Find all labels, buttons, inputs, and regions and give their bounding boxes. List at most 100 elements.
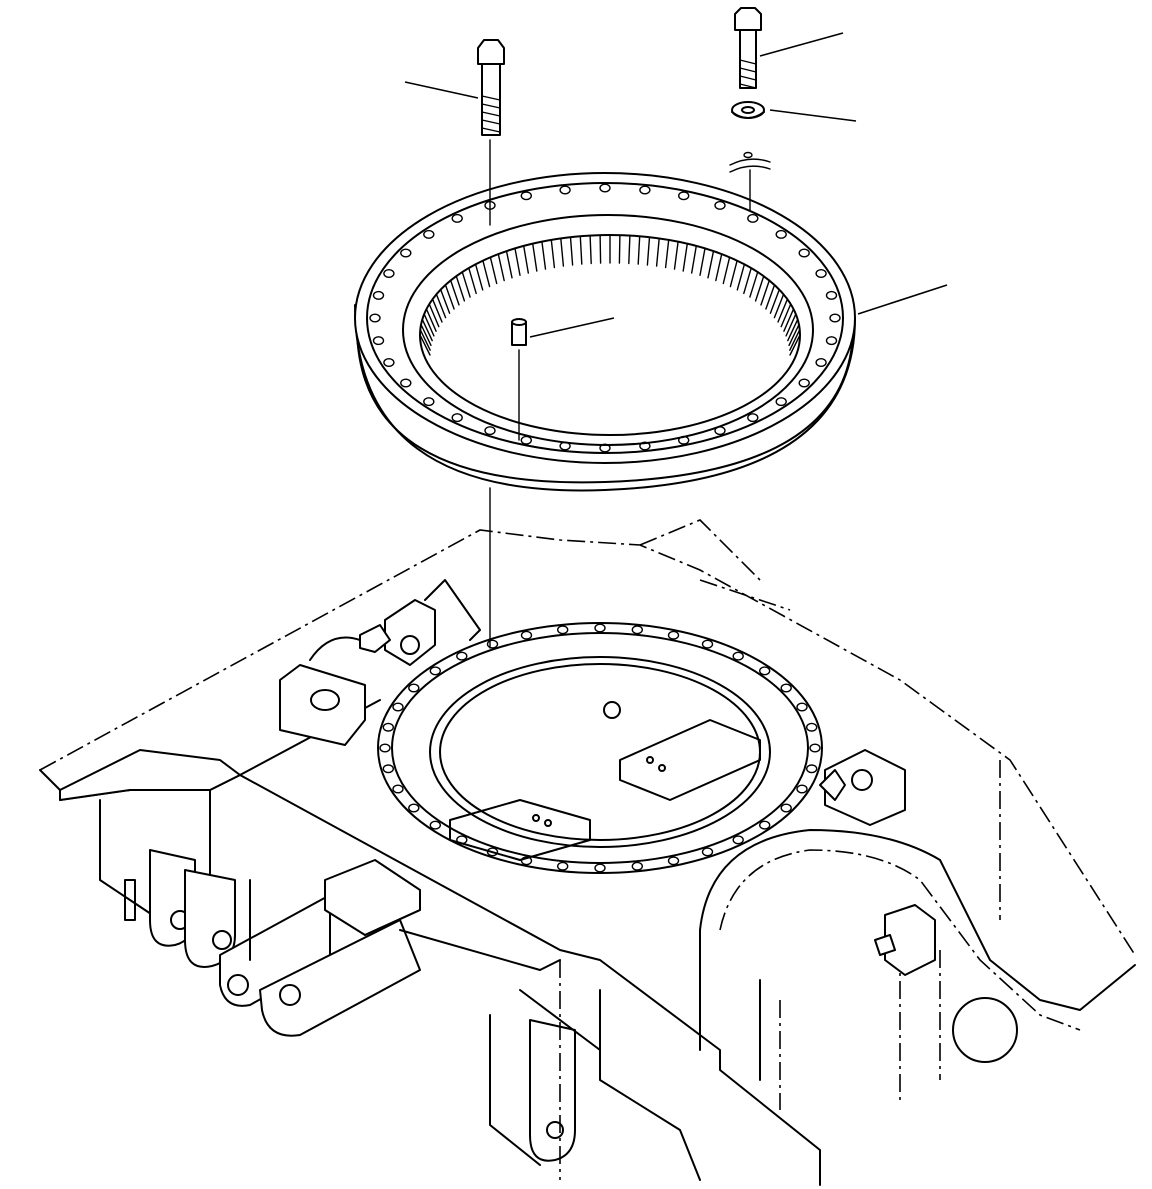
gear-tooth (743, 267, 752, 295)
ring-bolt-hole (639, 441, 651, 451)
gear-tooth (474, 263, 484, 291)
gear-tooth (673, 240, 679, 270)
gear-tooth (541, 240, 547, 270)
frame-bolt-hole (759, 666, 771, 676)
gear-tooth (628, 234, 631, 265)
frame-bolt-hole (429, 666, 441, 676)
gear-tooth (455, 275, 466, 302)
gear-tooth (682, 242, 688, 272)
gear-tooth (579, 235, 583, 265)
gear-tooth (450, 279, 460, 306)
ring-bolt-hole (747, 413, 759, 423)
ring-bolt-hole (423, 397, 435, 407)
frame-bolt-hole (456, 835, 468, 845)
gear-tooth (505, 250, 513, 279)
frame-bolt-hole (594, 623, 606, 633)
ring-bolt-hole (372, 336, 385, 346)
ring-bolt-hole (520, 191, 532, 201)
gear-tooth (423, 313, 435, 337)
ring-bolt-hole (815, 358, 827, 368)
frame-bolt-hole (809, 743, 821, 753)
frame-bolt-hole (557, 861, 569, 871)
frame-bolt-hole (379, 743, 391, 753)
gear-tooth (444, 284, 455, 310)
frame-bolt-hole (557, 625, 569, 635)
ring-bolt-hole (678, 435, 690, 445)
frame-bolt-hole (780, 683, 792, 693)
frame-bolt-hole (701, 847, 714, 857)
gear-tooth (785, 313, 797, 337)
frame-bolt-hole (780, 803, 792, 813)
revolving-frame (39, 519, 1136, 1186)
ring-bolt-hole (400, 248, 412, 258)
frame-bolt-hole (806, 722, 818, 732)
frame-bolt-hole (408, 803, 420, 813)
gear-tooth (419, 329, 431, 351)
gear-tooth (722, 256, 731, 285)
frame-bolt-hole (382, 722, 394, 732)
frame-bolt-hole (796, 784, 808, 794)
frame-bolt-hole (520, 856, 533, 866)
ring-bolt-hole (383, 358, 395, 368)
ring-bolt-hole (520, 435, 532, 445)
ring-bolt-hole (369, 313, 381, 323)
gear-tooth (514, 247, 521, 276)
washer (729, 101, 771, 211)
dowel-pin (511, 318, 527, 441)
gear-tooth (736, 263, 746, 291)
gear-tooth (618, 234, 621, 264)
gear-tooth (489, 256, 498, 285)
bolt-left-leader (404, 81, 479, 99)
frame-bolt-hole (594, 863, 606, 873)
washer-leader (769, 109, 857, 122)
ring-bolt-hole (829, 313, 841, 323)
ring-bolt-hole (714, 426, 726, 436)
ring-bolt-hole (559, 441, 571, 451)
gear-tooth (760, 279, 770, 306)
gear-tooth (532, 242, 538, 272)
gear-tooth (461, 271, 471, 298)
gear-tooth (560, 237, 565, 267)
ring-bolt-hole (451, 213, 463, 223)
frame-bolt-hole (382, 764, 394, 774)
dowel-pin-leader (529, 317, 615, 338)
internal-gear-teeth (419, 234, 801, 356)
ring-bolt-hole (484, 426, 496, 436)
frame-bolt-hole (759, 820, 771, 830)
gear-tooth (777, 298, 789, 323)
ring-bolt-hole (815, 269, 827, 279)
gear-tooth (420, 323, 432, 347)
frame-ring-bolt-holes (379, 623, 821, 873)
gear-tooth (599, 234, 602, 264)
mounting-brackets (279, 579, 936, 976)
ring-bolt-hole (825, 336, 838, 346)
ring-bolt-hole (639, 185, 651, 195)
gear-tooth (435, 293, 447, 319)
frame-bolt-hole (631, 861, 643, 871)
mounting-bolt-left (477, 39, 505, 226)
gear-tooth (769, 288, 780, 314)
ring-bolt-hole (825, 290, 838, 300)
frame-swing-ring (377, 622, 823, 874)
frame-bolt-hole (392, 784, 404, 794)
gear-tooth (482, 260, 491, 288)
ring-bolt-hole (383, 269, 395, 279)
bolt-right-leader (759, 32, 844, 57)
ring-bolt-hole (372, 290, 385, 300)
mounting-bolt-right (734, 7, 762, 89)
ring-bolt-hole (678, 191, 690, 201)
frame-bolt-hole (520, 630, 533, 640)
gear-tooth (780, 303, 792, 328)
ring-bolt-hole (599, 443, 611, 453)
gear-tooth (419, 334, 431, 356)
frame-bolt-hole (631, 625, 643, 635)
gear-tooth (550, 239, 556, 269)
ring-bolt-hole (798, 248, 810, 258)
gear-tooth (431, 298, 443, 323)
frame-bolt-hole (806, 764, 818, 774)
ring-bolt-hole (599, 183, 611, 193)
frame-bolt-hole (667, 856, 680, 866)
ring-bolt-hole (423, 229, 435, 239)
frame-bolt-hole (732, 835, 744, 845)
gear-tooth (789, 334, 801, 356)
